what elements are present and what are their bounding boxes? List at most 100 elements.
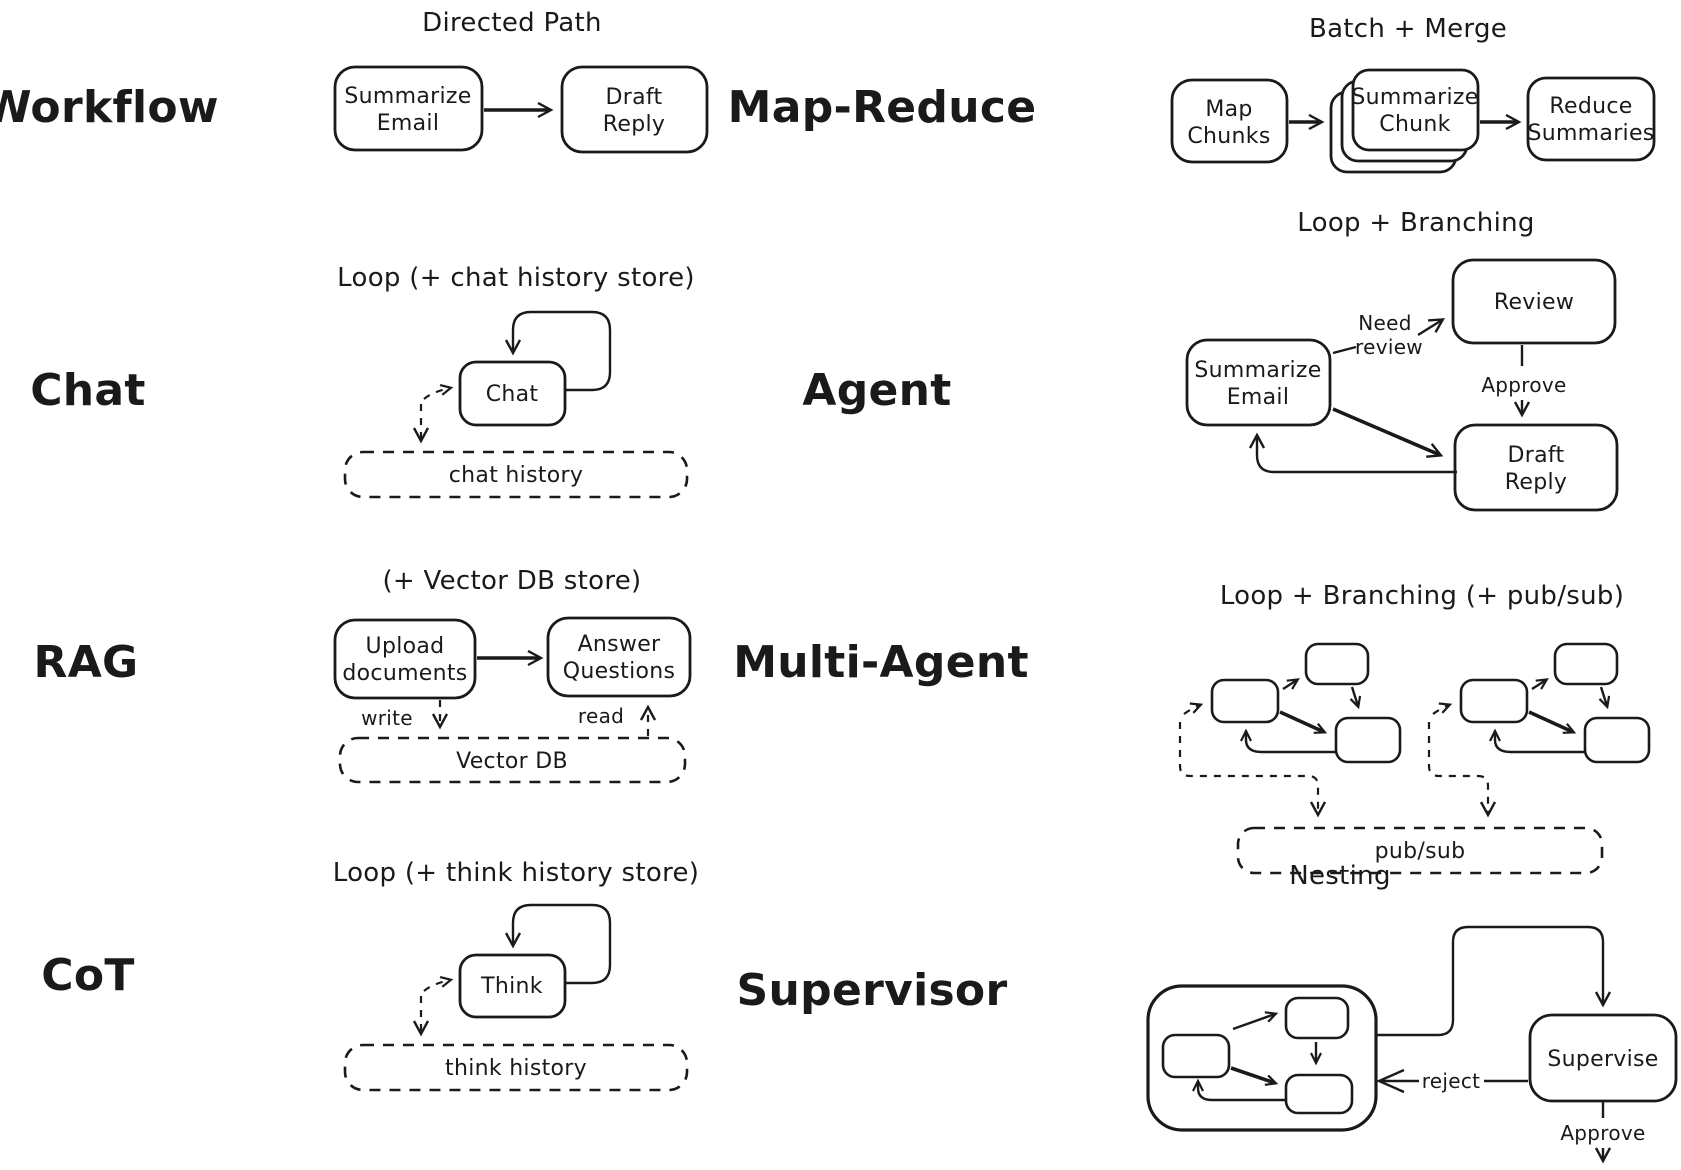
cluster-a-left-to-top-arrow bbox=[1282, 678, 1300, 691]
nested-left-node bbox=[1161, 1033, 1231, 1079]
nested-return-arrow bbox=[1192, 1078, 1286, 1102]
rag-section-label: RAG bbox=[34, 637, 139, 688]
chat-node-label: Chat bbox=[486, 382, 539, 407]
agent-draft-reply-line1: Draft bbox=[1508, 443, 1565, 468]
need-review-label-line1: Need bbox=[1358, 311, 1411, 335]
think-history-label: think history bbox=[445, 1056, 587, 1081]
rag-section: RAG (+ Vector DB store) Upload documents… bbox=[34, 566, 692, 784]
summarize-chunk-node bbox=[1351, 68, 1480, 152]
map-chunks-line2: Chunks bbox=[1187, 124, 1270, 149]
read-label: read bbox=[578, 704, 624, 728]
chat-title: Loop (+ chat history store) bbox=[337, 263, 695, 293]
nested-bottom-node bbox=[1284, 1073, 1354, 1115]
cluster-a-top-node bbox=[1304, 642, 1370, 686]
think-self-loop bbox=[513, 903, 612, 985]
workflow-summarize-email-node bbox=[333, 65, 484, 152]
reject-label: reject bbox=[1422, 1069, 1481, 1093]
pubsub-label: pub/sub bbox=[1375, 839, 1466, 864]
cluster-a-left-to-bottom-arrow bbox=[1279, 710, 1328, 734]
vector-db-label: Vector DB bbox=[456, 749, 568, 774]
multi-agent-section-label: Multi-Agent bbox=[733, 637, 1029, 688]
nested-top-node bbox=[1284, 996, 1350, 1040]
supervise-label: Supervise bbox=[1547, 1047, 1658, 1072]
cluster-a-left-node bbox=[1210, 678, 1280, 724]
supervisor-section-label: Supervisor bbox=[737, 965, 1008, 1016]
container-to-supervise-arrow bbox=[1376, 925, 1603, 1037]
cot-title: Loop (+ think history store) bbox=[333, 858, 700, 888]
multi-agent-cluster-b bbox=[1427, 642, 1651, 814]
need-review-leader-line bbox=[1332, 345, 1357, 355]
cluster-a-dashed-in-arrow bbox=[1183, 702, 1204, 715]
upload-documents-line1: Upload bbox=[366, 634, 445, 659]
cluster-b-bottom-node bbox=[1583, 716, 1651, 764]
supervisor-approve-label: Approve bbox=[1560, 1121, 1645, 1145]
workflow-title: Directed Path bbox=[422, 8, 602, 38]
cluster-a-top-to-bottom-arrow bbox=[1349, 686, 1362, 710]
chat-self-loop bbox=[513, 310, 612, 392]
supervisor-section: Supervisor Nesting Supervise reject Appr… bbox=[737, 861, 1678, 1160]
think-node bbox=[458, 953, 567, 1019]
chat-section: Chat Loop (+ chat history store) Chat ch… bbox=[30, 263, 695, 499]
map-chunks-line1: Map bbox=[1205, 97, 1252, 122]
workflow-draft-reply-line2: Reply bbox=[603, 112, 665, 137]
chat-node bbox=[458, 360, 567, 427]
summarize-to-draft-arrow bbox=[1332, 407, 1440, 455]
chat-history-store bbox=[343, 450, 689, 499]
cot-section-label: CoT bbox=[41, 950, 134, 1001]
multi-agent-section: Multi-Agent Loop + Branching (+ pub/sub) bbox=[733, 581, 1651, 875]
agent-summarize-email-line1: Summarize bbox=[1194, 358, 1321, 383]
map-reduce-section-label: Map-Reduce bbox=[728, 82, 1037, 133]
workflow-section: Workflow Directed Path Summarize Email D… bbox=[0, 8, 709, 154]
need-review-label-line2: review bbox=[1355, 335, 1423, 359]
chat-history-label: chat history bbox=[449, 463, 583, 488]
workflow-draft-reply-line1: Draft bbox=[606, 85, 663, 110]
summarize-chunk-line2: Chunk bbox=[1379, 112, 1450, 137]
upload-documents-line2: documents bbox=[342, 661, 467, 686]
cluster-b-left-to-bottom-arrow bbox=[1528, 710, 1577, 734]
cluster-b-top-node bbox=[1553, 642, 1619, 686]
agent-section-label: Agent bbox=[802, 365, 951, 416]
upload-documents-node bbox=[333, 618, 477, 700]
think-history-to-think-dashed-arrow bbox=[423, 976, 454, 992]
map-chunks-node bbox=[1170, 78, 1289, 164]
reduce-summaries-line2: Summaries bbox=[1527, 121, 1654, 146]
vector-db-store bbox=[338, 736, 687, 784]
rag-title: (+ Vector DB store) bbox=[382, 566, 641, 596]
cluster-a-return-arrow bbox=[1240, 728, 1336, 754]
cluster-a-bottom-node bbox=[1334, 716, 1402, 764]
need-review-arrow bbox=[1417, 320, 1442, 337]
multi-agent-cluster-a bbox=[1178, 642, 1402, 814]
cluster-b-dashed-in-arrow bbox=[1432, 702, 1453, 715]
reduce-summaries-node bbox=[1526, 76, 1656, 162]
answer-questions-line2: Questions bbox=[563, 659, 676, 684]
agent-approve-label: Approve bbox=[1481, 373, 1566, 397]
answer-questions-line1: Answer bbox=[578, 632, 661, 657]
think-node-label: Think bbox=[480, 974, 543, 999]
summarize-chunk-line1: Summarize bbox=[1351, 85, 1478, 110]
agent-summarize-email-line2: Email bbox=[1227, 385, 1290, 410]
cot-section: CoT Loop (+ think history store) Think t… bbox=[41, 858, 700, 1092]
reduce-summaries-line1: Reduce bbox=[1549, 94, 1632, 119]
workflow-summarize-email-line2: Email bbox=[377, 111, 440, 136]
agent-title: Loop + Branching bbox=[1297, 208, 1534, 238]
cluster-a-to-pubsub-dashed-arrow bbox=[1178, 722, 1318, 814]
cluster-b-to-pubsub-dashed-arrow bbox=[1427, 722, 1488, 814]
pubsub-store bbox=[1236, 826, 1604, 875]
agent-summarize-email-node bbox=[1185, 338, 1332, 427]
cluster-b-return-arrow bbox=[1489, 728, 1585, 754]
draft-to-summarize-return-arrow bbox=[1257, 436, 1457, 474]
supervise-node bbox=[1528, 1013, 1678, 1103]
supervisor-title: Nesting bbox=[1289, 861, 1391, 891]
workflow-section-label: Workflow bbox=[0, 82, 219, 133]
chat-section-label: Chat bbox=[30, 365, 146, 416]
agent-draft-reply-node bbox=[1453, 423, 1619, 512]
nested-left-to-bottom-arrow bbox=[1230, 1066, 1279, 1086]
map-reduce-title: Batch + Merge bbox=[1309, 14, 1507, 44]
map-reduce-section: Map-Reduce Batch + Merge Map Chunks Summ… bbox=[728, 14, 1656, 174]
agent-review-label: Review bbox=[1494, 290, 1574, 315]
chat-history-to-chat-dashed-arrow bbox=[423, 384, 454, 400]
workflow-summarize-email-line1: Summarize bbox=[344, 84, 471, 109]
cluster-b-left-to-top-arrow bbox=[1531, 678, 1549, 691]
